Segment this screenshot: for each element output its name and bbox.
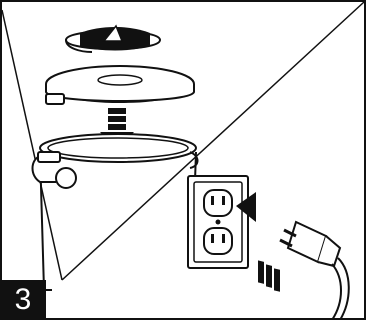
step-number-badge: 3 (0, 280, 46, 320)
wall-outlet (188, 176, 248, 268)
lid (46, 66, 194, 104)
